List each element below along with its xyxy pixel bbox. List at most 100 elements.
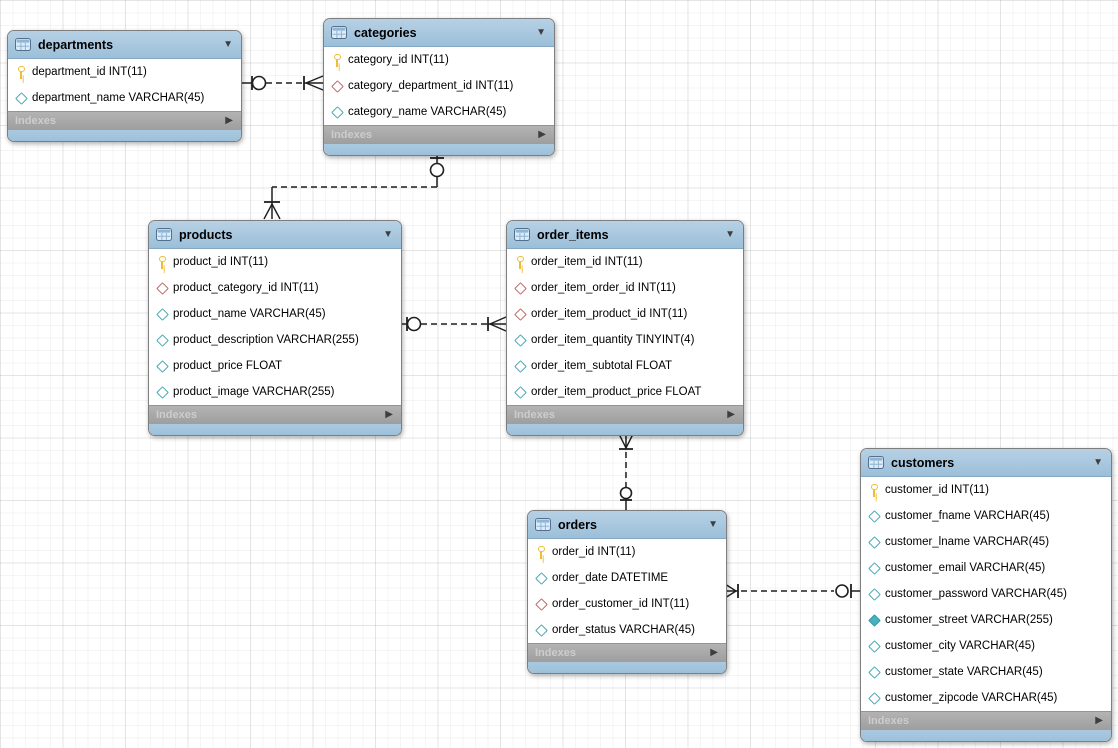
table-column-row[interactable]: order_item_product_price FLOAT	[507, 379, 743, 405]
indexes-bar[interactable]: Indexes ▶	[507, 405, 743, 424]
attribute-diamond-icon	[867, 561, 881, 575]
table-column-row[interactable]: order_item_order_id INT(11)	[507, 275, 743, 301]
relationship-order_items-orders[interactable]	[618, 433, 634, 510]
table-column-row[interactable]: department_id INT(11)	[8, 59, 241, 85]
table-column-row[interactable]: customer_city VARCHAR(45)	[861, 633, 1111, 659]
relationship-departments-categories[interactable]	[240, 75, 324, 91]
indexes-bar[interactable]: Indexes ▶	[324, 125, 554, 144]
table-column-row[interactable]: product_id INT(11)	[149, 249, 401, 275]
table-column-row[interactable]: order_status VARCHAR(45)	[528, 617, 726, 643]
chevron-down-icon[interactable]: ▼	[708, 518, 718, 530]
attribute-diamond-icon	[534, 623, 548, 637]
table-column-row[interactable]: department_name VARCHAR(45)	[8, 85, 241, 111]
table-header[interactable]: orders ▼	[528, 511, 726, 539]
table-column-row[interactable]: category_id INT(11)	[324, 47, 554, 73]
column-text: department_name VARCHAR(45)	[32, 92, 205, 104]
table-bottom-strip	[149, 424, 401, 435]
column-text: customer_email VARCHAR(45)	[885, 562, 1046, 574]
indexes-label: Indexes	[514, 409, 555, 421]
chevron-down-icon[interactable]: ▼	[223, 38, 233, 50]
table-icon	[15, 38, 31, 51]
column-text: order_item_quantity TINYINT(4)	[531, 334, 695, 346]
indexes-bar[interactable]: Indexes ▶	[861, 711, 1111, 730]
table-column-row[interactable]: product_name VARCHAR(45)	[149, 301, 401, 327]
table-bottom-strip	[861, 730, 1111, 741]
table-header[interactable]: departments ▼	[8, 31, 241, 59]
table-icon	[535, 518, 551, 531]
table-icon	[514, 228, 530, 241]
table-columns: category_id INT(11) category_department_…	[324, 47, 554, 125]
table-column-row[interactable]: order_date DATETIME	[528, 565, 726, 591]
table-column-row[interactable]: order_id INT(11)	[528, 539, 726, 565]
table-header[interactable]: products ▼	[149, 221, 401, 249]
chevron-down-icon[interactable]: ▼	[536, 26, 546, 38]
table-column-row[interactable]: customer_lname VARCHAR(45)	[861, 529, 1111, 555]
column-text: category_id INT(11)	[348, 54, 449, 66]
expand-arrow-icon[interactable]: ▶	[1095, 715, 1103, 726]
table-column-row[interactable]: order_item_product_id INT(11)	[507, 301, 743, 327]
table-column-row[interactable]: customer_state VARCHAR(45)	[861, 659, 1111, 685]
chevron-down-icon[interactable]: ▼	[725, 228, 735, 240]
expand-arrow-icon[interactable]: ▶	[710, 647, 718, 658]
column-text: product_price FLOAT	[173, 360, 283, 372]
table-categories[interactable]: categories ▼ category_id INT(11) categor…	[323, 18, 555, 156]
table-departments[interactable]: departments ▼ department_id INT(11) depa…	[7, 30, 242, 142]
chevron-down-icon[interactable]: ▼	[1093, 456, 1103, 468]
table-column-row[interactable]: customer_fname VARCHAR(45)	[861, 503, 1111, 529]
table-column-row[interactable]: category_department_id INT(11)	[324, 73, 554, 99]
relationship-orders-customers[interactable]	[724, 583, 860, 599]
column-text: order_id INT(11)	[552, 546, 636, 558]
table-title: departments	[38, 37, 114, 52]
table-orders[interactable]: orders ▼ order_id INT(11) order_date DAT…	[527, 510, 727, 674]
table-columns: department_id INT(11) department_name VA…	[8, 59, 241, 111]
table-column-row[interactable]: order_customer_id INT(11)	[528, 591, 726, 617]
expand-arrow-icon[interactable]: ▶	[225, 115, 233, 126]
column-text: order_item_subtotal FLOAT	[531, 360, 673, 372]
table-bottom-strip	[324, 144, 554, 155]
table-column-row[interactable]: customer_email VARCHAR(45)	[861, 555, 1111, 581]
table-header[interactable]: order_items ▼	[507, 221, 743, 249]
table-column-row[interactable]: customer_zipcode VARCHAR(45)	[861, 685, 1111, 711]
table-column-row[interactable]: product_description VARCHAR(255)	[149, 327, 401, 353]
column-text: product_description VARCHAR(255)	[173, 334, 359, 346]
attribute-diamond-icon	[867, 587, 881, 601]
indexes-bar[interactable]: Indexes ▶	[528, 643, 726, 662]
expand-arrow-icon[interactable]: ▶	[727, 409, 735, 420]
table-products[interactable]: products ▼ product_id INT(11) product_ca…	[148, 220, 402, 436]
table-header[interactable]: customers ▼	[861, 449, 1111, 477]
table-order_items[interactable]: order_items ▼ order_item_id INT(11) orde…	[506, 220, 744, 436]
indexes-label: Indexes	[156, 409, 197, 421]
table-customers[interactable]: customers ▼ customer_id INT(11) customer…	[860, 448, 1112, 742]
chevron-down-icon[interactable]: ▼	[383, 228, 393, 240]
indexes-label: Indexes	[535, 647, 576, 659]
table-column-row[interactable]: product_image VARCHAR(255)	[149, 379, 401, 405]
relationship-categories-products[interactable]	[263, 152, 445, 220]
column-text: order_customer_id INT(11)	[552, 598, 690, 610]
table-column-row[interactable]: customer_password VARCHAR(45)	[861, 581, 1111, 607]
table-icon	[331, 26, 347, 39]
table-title: categories	[354, 25, 417, 40]
table-column-row[interactable]: order_item_id INT(11)	[507, 249, 743, 275]
table-column-row[interactable]: order_item_quantity TINYINT(4)	[507, 327, 743, 353]
table-column-row[interactable]: order_item_subtotal FLOAT	[507, 353, 743, 379]
primary-key-icon	[14, 65, 28, 79]
table-column-row[interactable]: product_price FLOAT	[149, 353, 401, 379]
indexes-bar[interactable]: Indexes ▶	[149, 405, 401, 424]
table-header[interactable]: categories ▼	[324, 19, 554, 47]
primary-key-icon	[534, 545, 548, 559]
table-column-row[interactable]: product_category_id INT(11)	[149, 275, 401, 301]
expand-arrow-icon[interactable]: ▶	[538, 129, 546, 140]
table-column-row[interactable]: customer_street VARCHAR(255)	[861, 607, 1111, 633]
expand-arrow-icon[interactable]: ▶	[385, 409, 393, 420]
table-columns: customer_id INT(11) customer_fname VARCH…	[861, 477, 1111, 711]
column-text: department_id INT(11)	[32, 66, 147, 78]
column-text: product_image VARCHAR(255)	[173, 386, 335, 398]
indexes-bar[interactable]: Indexes ▶	[8, 111, 241, 130]
attribute-diamond-icon	[14, 91, 28, 105]
table-columns: product_id INT(11) product_category_id I…	[149, 249, 401, 405]
attribute-diamond-icon	[513, 385, 527, 399]
table-column-row[interactable]: category_name VARCHAR(45)	[324, 99, 554, 125]
table-column-row[interactable]: customer_id INT(11)	[861, 477, 1111, 503]
relationship-products-order_items[interactable]	[400, 316, 507, 332]
